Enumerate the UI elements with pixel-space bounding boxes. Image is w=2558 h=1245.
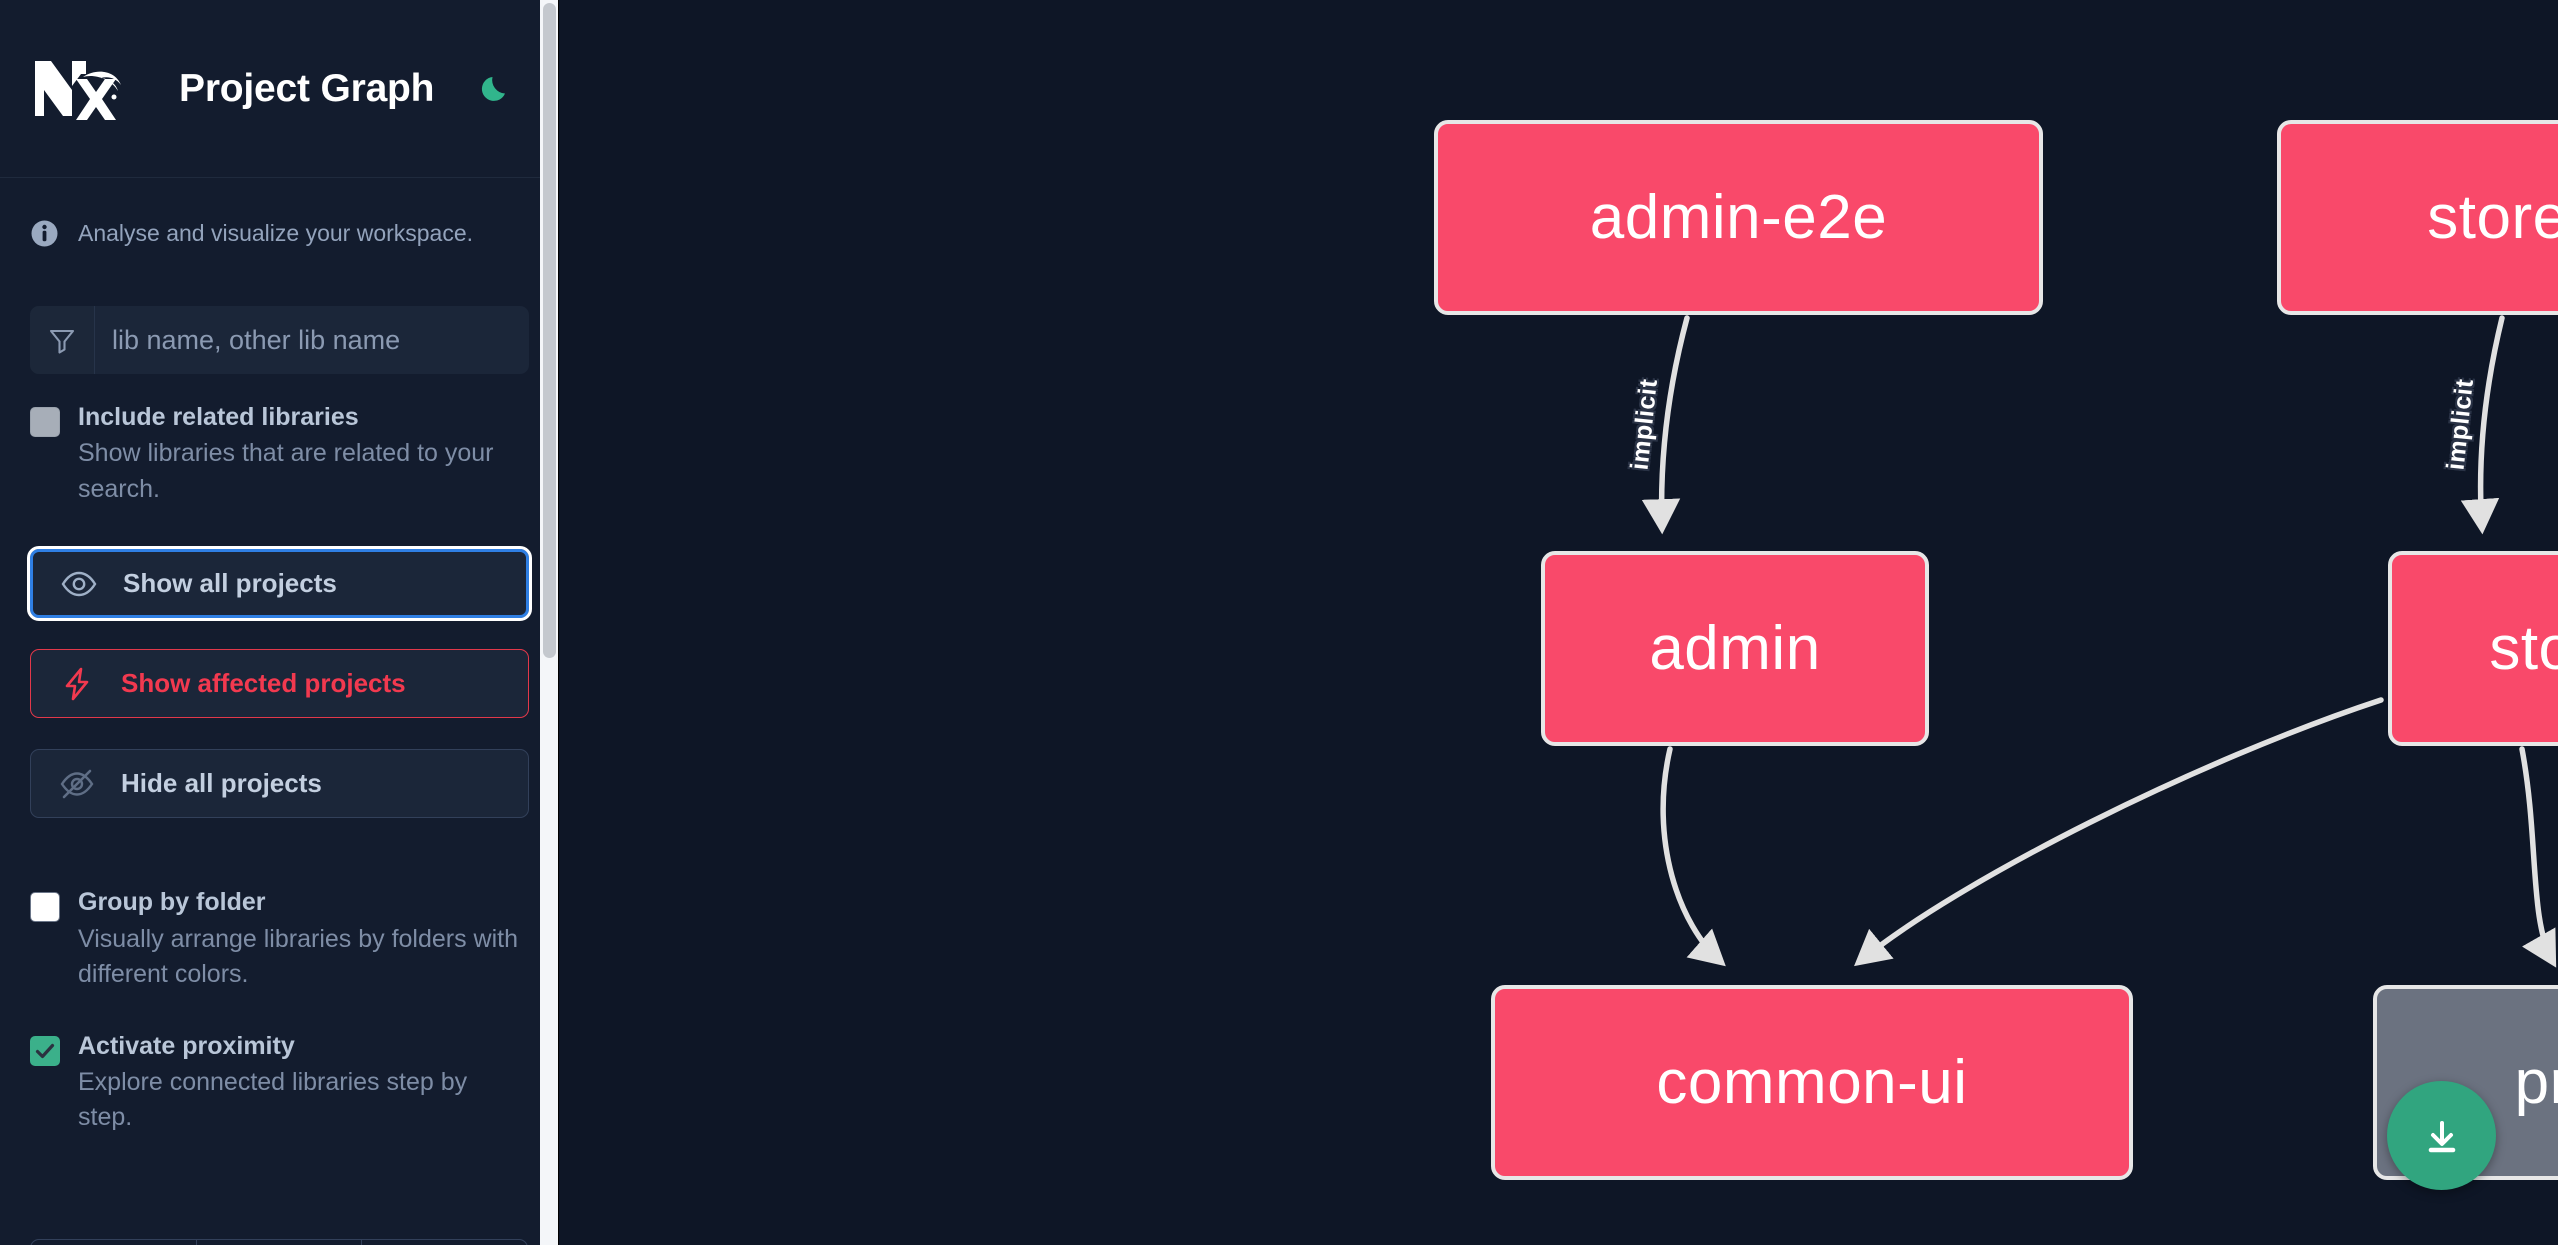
- segmented-control[interactable]: [30, 1239, 528, 1245]
- edge-store-common-ui: [1854, 697, 2384, 967]
- segmented-control-option-2[interactable]: [197, 1240, 363, 1245]
- nx-logo-icon: [30, 57, 127, 120]
- group-by-folder-checkbox[interactable]: [30, 892, 60, 923]
- graph-node-admin[interactable]: admin: [1541, 551, 1929, 746]
- show-all-projects-label: Show all projects: [123, 568, 337, 599]
- activate-proximity-checkbox[interactable]: [30, 1035, 60, 1066]
- graph-node-admin-e2e[interactable]: admin-e2e: [1434, 120, 2043, 315]
- option-title: Include related libraries: [78, 403, 359, 431]
- moon-icon[interactable]: [474, 68, 516, 110]
- segmented-control-option-1[interactable]: [31, 1240, 197, 1245]
- option-description: Explore connected libraries step by step…: [78, 1067, 468, 1132]
- sidebar-scrollbar-thumb[interactable]: [543, 3, 556, 658]
- option-title: Activate proximity: [78, 1031, 295, 1060]
- sidebar-divider: [558, 0, 559, 1245]
- graph-node-store-e2e[interactable]: store-e2e: [2277, 120, 2558, 315]
- edge-admin-common-ui: [1660, 746, 1726, 967]
- option-text: Activate proximity Explore connected lib…: [78, 1031, 528, 1136]
- node-label: admin: [1649, 614, 1821, 683]
- eye-off-icon: [59, 766, 95, 802]
- funnel-filter-icon: [30, 306, 95, 374]
- node-label: admin-e2e: [1589, 183, 1888, 252]
- checkmark-icon: [35, 1043, 55, 1058]
- show-all-projects-button[interactable]: Show all projects: [27, 546, 532, 622]
- show-affected-projects-label: Show affected projects: [121, 668, 406, 699]
- hide-all-projects-label: Hide all projects: [121, 768, 322, 799]
- download-graph-button[interactable]: [2387, 1081, 2496, 1190]
- eye-icon: [61, 566, 97, 602]
- option-title: Group by folder: [78, 888, 266, 917]
- project-visibility-buttons: Show all projects Show affected projects: [27, 546, 532, 819]
- option-include-related-libraries[interactable]: Include related libraries Show libraries…: [0, 374, 559, 507]
- option-description: Visually arrange libraries by folders wi…: [78, 924, 519, 989]
- edge-store-products: [2519, 746, 2557, 968]
- edge-store-e2e-store: [2460, 315, 2505, 535]
- graph-node-common-ui[interactable]: common-ui: [1491, 985, 2133, 1180]
- hide-all-projects-button[interactable]: Hide all projects: [30, 749, 529, 819]
- filter-search-row[interactable]: [30, 306, 529, 374]
- option-description: Show libraries that are related to your …: [78, 439, 494, 503]
- sidebar-header: Project Graph: [0, 0, 559, 178]
- sidebar-info-text: Analyse and visualize your workspace.: [78, 219, 474, 246]
- node-label: common-ui: [1656, 1048, 1968, 1117]
- search-input[interactable]: [95, 306, 529, 374]
- page-title: Project Graph: [179, 66, 435, 110]
- graph-canvas[interactable]: implicit implicit admin-e2e store-e2e ad…: [559, 0, 2558, 1245]
- segmented-control-option-3[interactable]: [362, 1240, 527, 1245]
- node-label: store: [2489, 614, 2558, 683]
- graph-node-store[interactable]: store: [2388, 551, 2558, 746]
- option-text: Group by folder Visually arrange librari…: [78, 887, 528, 992]
- show-affected-projects-button[interactable]: Show affected projects: [30, 649, 529, 719]
- download-icon: [2428, 1120, 2455, 1152]
- sidebar-info: Analyse and visualize your workspace.: [0, 178, 559, 260]
- sidebar-scrollbar-track[interactable]: [540, 0, 559, 1245]
- node-label: products: [2514, 1048, 2558, 1117]
- include-related-libraries-checkbox[interactable]: [30, 407, 60, 437]
- option-activate-proximity[interactable]: Activate proximity Explore connected lib…: [0, 993, 559, 1136]
- edge-admin-e2e-admin: [1641, 315, 1690, 535]
- graph-edges: [1641, 315, 2557, 968]
- lightning-bolt-icon: [59, 666, 95, 702]
- info-circle-icon: [30, 219, 59, 248]
- sidebar-content: Project Graph Analyse and visualize yo: [0, 0, 559, 1245]
- option-text: Include related libraries Show libraries…: [78, 402, 528, 507]
- option-group-by-folder[interactable]: Group by folder Visually arrange librari…: [0, 849, 559, 992]
- node-label: store-e2e: [2427, 183, 2558, 252]
- sidebar: Project Graph Analyse and visualize yo: [0, 0, 559, 1245]
